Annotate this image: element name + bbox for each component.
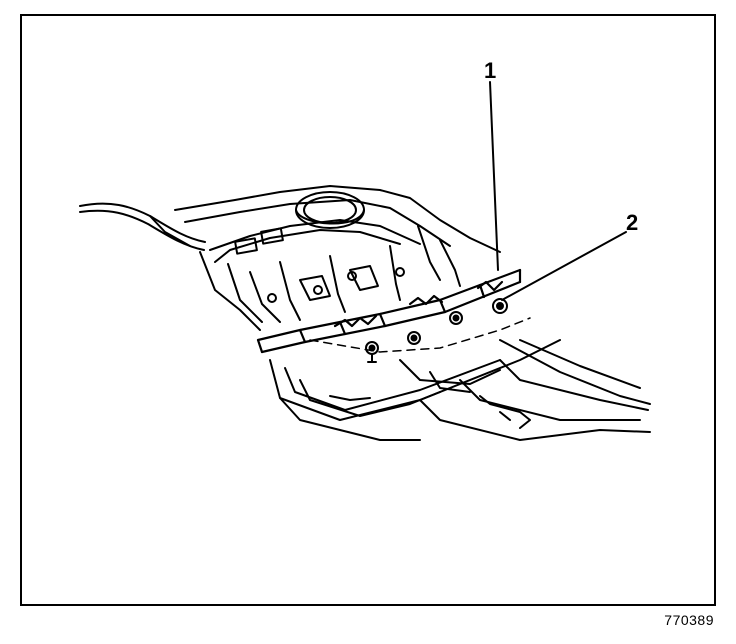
callout-label-1: 1 bbox=[484, 58, 496, 83]
exhaust-pipe bbox=[79, 202, 206, 251]
rear-body-structure bbox=[174, 185, 501, 331]
crossmember-bracket bbox=[256, 268, 522, 354]
support-rails bbox=[269, 339, 651, 441]
figure-number: 770389 bbox=[664, 612, 714, 628]
illustration-frame bbox=[20, 14, 716, 606]
fasteners bbox=[365, 298, 508, 363]
spare-tire-well bbox=[295, 191, 365, 229]
callout-leaders bbox=[489, 81, 627, 301]
alignment-line bbox=[309, 317, 531, 353]
callout-label-2: 2 bbox=[626, 210, 638, 235]
